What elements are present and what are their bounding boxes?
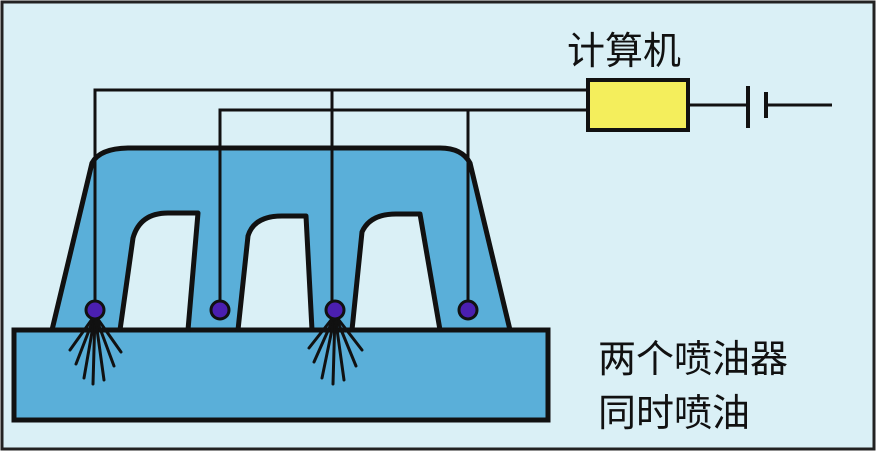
- wiring-harness: [93, 86, 832, 310]
- computer-box: [586, 78, 690, 132]
- injector-1: [84, 299, 106, 321]
- injector-2: [209, 299, 231, 321]
- wire-1: [93, 88, 588, 310]
- computer-label: 计算机: [567, 29, 681, 73]
- injector-3: [324, 299, 346, 321]
- injector-4: [457, 299, 479, 321]
- manifold-runner-gap-3: [349, 211, 443, 333]
- manifold-runner-gap-1: [117, 210, 201, 333]
- note-line-2: 同时喷油: [598, 391, 750, 435]
- fuel-spray-3: [307, 313, 364, 386]
- fuel-spray-1: [68, 313, 123, 386]
- wire-2: [218, 108, 588, 310]
- manifold-runner-gap-2: [235, 213, 315, 333]
- note-line-1: 两个喷油器: [598, 337, 788, 381]
